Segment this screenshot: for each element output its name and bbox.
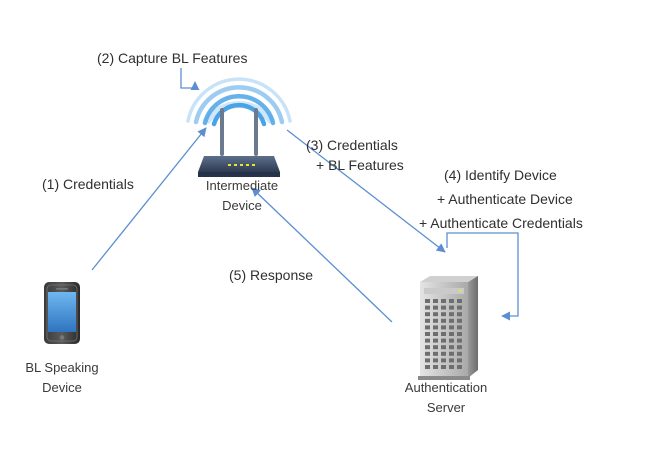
server-vent-slot [433,338,438,343]
server-vent-slot [457,358,462,363]
server-vent-slot [441,332,446,336]
bl-speaking-device-line-1: BL Speaking [25,360,99,375]
server-vent-slot [441,365,446,369]
step-4-label: (4) Identify Device + Authenticate Devic… [419,163,583,235]
server-vent-slot [457,318,462,323]
server-vent-slot [425,365,430,369]
server-vent-slot [457,365,462,369]
server-vent-slot [449,332,454,336]
step-2-label: (2) Capture BL Features [97,50,248,66]
server-vent-slot [433,345,438,350]
server-vent-slot [457,325,462,330]
server-vent-slot [457,332,462,336]
bl-speaking-device-line-2: Device [42,380,82,395]
arrow-credentials-bl-features [286,129,446,253]
server-vent-slot [433,351,438,356]
server-vent-slot [441,325,446,330]
server-vent-slot [441,299,446,303]
server-vent-slot [449,325,454,330]
arrow-credentials [91,127,207,271]
bl-speaking-device-label: BL Speaking Device [25,358,98,398]
server-vent-slot [425,325,430,330]
step-3-label: (3) Credentials + BL Features [306,135,404,175]
server-vent-slot [433,299,438,303]
smartphone-icon [44,282,80,344]
server-tower-icon [418,276,478,380]
server-vent-slot [457,338,462,343]
server-vent-slot [433,358,438,363]
intermediate-device-line-1: Intermediate [205,178,279,193]
server-vent-slot [441,305,446,310]
server-vent-slot [441,358,446,363]
server-vent-slot [449,338,454,343]
server-vent-slot [425,351,430,356]
step-5-label: (5) Response [229,267,314,283]
server-vent-slot [425,345,430,350]
intermediate-device-label: Intermediate Device [206,176,278,216]
server-vent-slot [425,299,430,303]
server-vent-slot [449,299,454,303]
step-3-line-2: + BL Features [316,157,404,173]
server-vent-slot [449,351,454,356]
server-vent-slot [425,305,430,310]
step-3-line-1: (3) Credentials [306,137,398,153]
server-vent-slot [425,318,430,323]
server-vent-slot [433,365,438,369]
server-vent-slot [449,318,454,323]
wifi-router-icon [186,77,292,177]
server-vent-slot [433,332,438,336]
server-vent-slot [441,312,446,317]
server-vent-slot [449,365,454,369]
server-vent-slot [425,338,430,343]
server-vent-slot [441,345,446,350]
arrow-capture-bl-features [180,68,200,91]
server-vent-slot [441,318,446,323]
server-vent-slot [433,325,438,330]
server-vent-slot [433,318,438,323]
authentication-server-label: Authentication Server [405,378,487,418]
server-vent-slot [457,305,462,310]
step-4-line-1: (4) Identify Device [444,167,557,183]
step-1-label: (1) Credentials [42,176,134,192]
intermediate-device-line-2: Device [222,198,262,213]
step-4-line-2: + Authenticate Device [437,191,573,207]
server-vent-slot [433,312,438,317]
authentication-server-line-1: Authentication [404,380,488,395]
server-vent-slot [441,351,446,356]
server-vent-slot [449,305,454,310]
step-4-line-3: + Authenticate Credentials [419,215,583,231]
server-vent-slot [449,358,454,363]
server-vent-slot [425,358,430,363]
server-vent-slot [457,312,462,317]
server-vent-slot [457,345,462,350]
server-vent-slot [441,338,446,343]
server-vent-slot [449,312,454,317]
server-vent-slot [457,351,462,356]
authentication-server-line-2: Server [426,400,466,415]
server-vent-slot [449,345,454,350]
server-vent-slot [433,305,438,310]
arrow-response [251,187,393,323]
server-vent-slot [425,312,430,317]
server-vent-slot [425,332,430,336]
arrow-identify-authenticate [446,232,519,321]
server-vent-slot [457,299,462,303]
